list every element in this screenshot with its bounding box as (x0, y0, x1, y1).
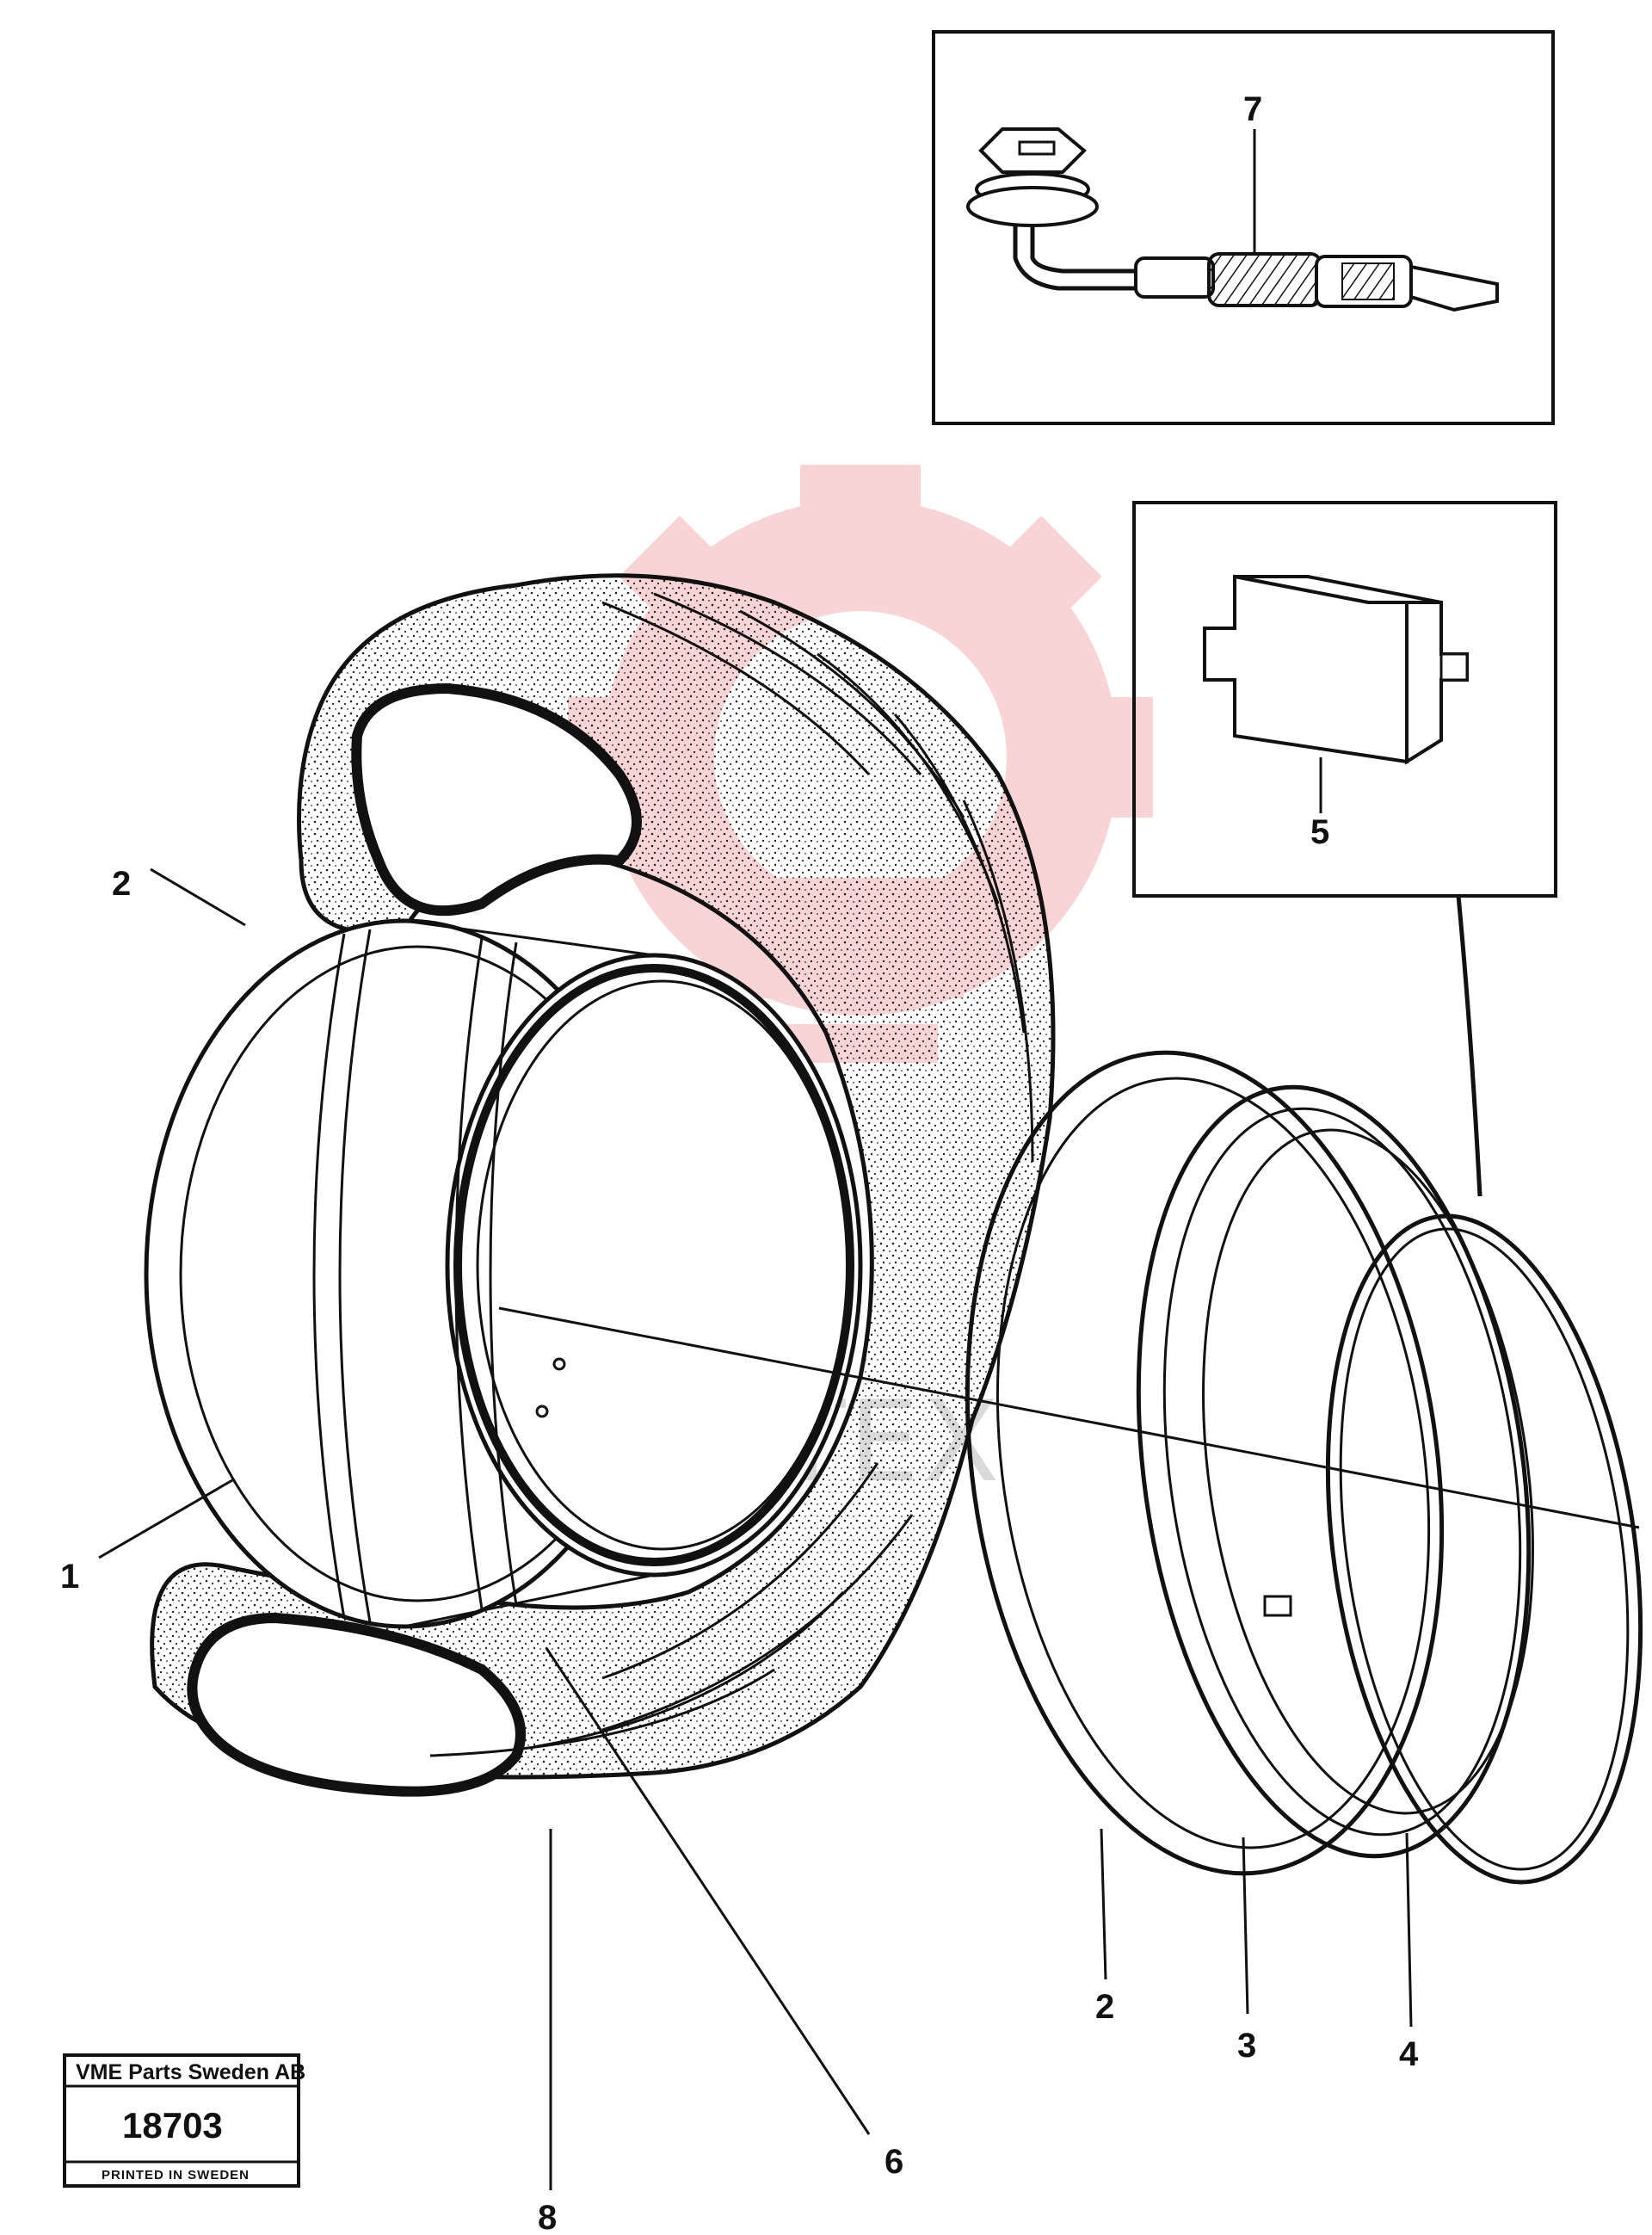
callout-4: 4 (1399, 2035, 1419, 2073)
tire-cutaway-bottom (187, 1612, 526, 1797)
leader-2-left (150, 867, 246, 927)
stamp-printed: PRINTED IN SWEDEN (102, 2168, 250, 2183)
valve-inset-frame (932, 30, 1555, 425)
wheel-rim (144, 918, 863, 1629)
tire-cutaway-top (351, 682, 642, 917)
leader-4 (1405, 1832, 1413, 2028)
callout-2-left: 2 (112, 865, 131, 903)
callout-3: 3 (1237, 2027, 1256, 2065)
stamp-number: 18703 (122, 2105, 223, 2145)
callout-2-right: 2 (1095, 1988, 1114, 2026)
tire-valve (966, 127, 1499, 312)
callout-6: 6 (885, 2143, 903, 2181)
leader-3 (1242, 1837, 1249, 2015)
block-inset: 5 (1132, 501, 1557, 1197)
callout-8: 8 (538, 2199, 557, 2235)
leader-5-link (1456, 895, 1482, 1197)
leader-6 (545, 1647, 871, 2135)
assembly-axis (498, 1306, 1640, 1529)
title-stamp: VME Parts Sweden AB 18703 PRINTED IN SWE… (63, 2053, 305, 2188)
leader-1 (98, 1479, 233, 1559)
stamp-company: VME Parts Sweden AB (76, 2060, 305, 2084)
callout-7: 7 (1243, 90, 1262, 128)
callout-5: 5 (1310, 813, 1329, 851)
tire (150, 573, 1056, 1797)
valve-inset: 7 (932, 30, 1555, 425)
lock-ring-split (1263, 1213, 1643, 1885)
balance-block (1203, 574, 1469, 765)
bead-seat-band (1136, 1084, 1534, 1859)
side-flange (965, 1050, 1445, 1876)
lock-ring (453, 964, 854, 1566)
leader-2-right (1100, 1828, 1107, 1980)
callout-1: 1 (60, 1558, 79, 1596)
block-inset-frame (1132, 501, 1557, 898)
